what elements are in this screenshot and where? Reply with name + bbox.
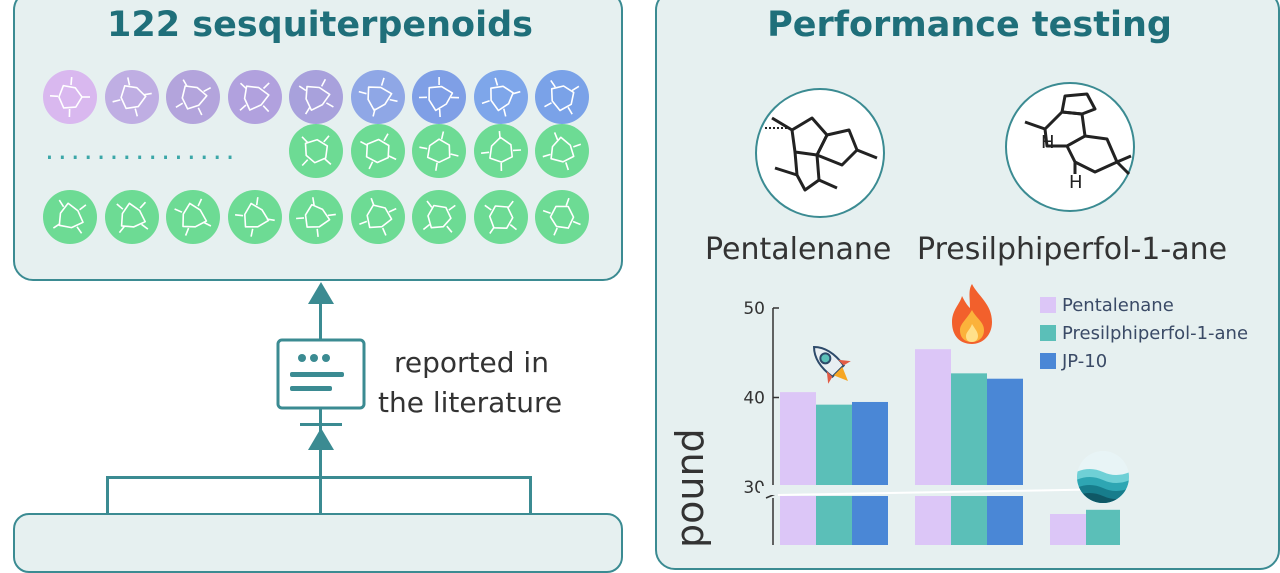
bar <box>915 349 951 485</box>
flow-label-line2: the literature <box>378 383 562 423</box>
molecule-thumbnail <box>228 190 282 244</box>
bar <box>1086 510 1120 545</box>
bar-lower <box>987 496 1023 545</box>
h-label: H <box>1069 172 1083 193</box>
molecule-thumbnail <box>351 70 405 124</box>
bar-lower <box>951 496 987 545</box>
y-axis-label: pound <box>668 428 712 548</box>
presilphiperfol-structure: H H <box>1005 82 1135 212</box>
molecule-thumbnail <box>474 190 528 244</box>
molecule-thumbnail <box>105 70 159 124</box>
panel-title: Performance testing <box>657 5 1280 45</box>
bar <box>816 405 852 485</box>
molecule-thumbnail <box>412 190 466 244</box>
molecule-thumbnail <box>228 70 282 124</box>
h-label: H <box>1041 132 1055 153</box>
source-panel <box>13 513 623 573</box>
bar-lower <box>852 496 888 545</box>
arrow-up-icon <box>308 282 334 306</box>
sesquiterpenoids-panel: 122 sesquiterpenoids ............... <box>13 0 623 281</box>
bar-lower <box>816 496 852 545</box>
flow-label-line1: reported in <box>394 343 549 383</box>
molecule-thumbnail <box>166 190 220 244</box>
molecule-thumbnail <box>351 190 405 244</box>
bar <box>780 392 816 485</box>
document-icon <box>276 338 366 410</box>
molecule-thumbnail <box>535 70 589 124</box>
molecule-thumbnail <box>351 124 405 178</box>
molecule-thumbnail <box>412 70 466 124</box>
molecule-thumbnail <box>43 70 97 124</box>
arrow-up-icon <box>308 428 334 452</box>
molecule-thumbnail <box>412 124 466 178</box>
bar <box>1050 514 1086 545</box>
ellipsis-dots: ............... <box>45 140 239 160</box>
molecule-thumbnail <box>535 190 589 244</box>
connector-right <box>529 476 532 514</box>
water-icon <box>1076 450 1130 504</box>
molecule-thumbnail <box>289 124 343 178</box>
panel-title: 122 sesquiterpenoids <box>15 5 625 45</box>
bar <box>987 379 1023 485</box>
bar-lower <box>915 496 951 545</box>
molecule-thumbnail <box>289 70 343 124</box>
bar-lower <box>780 496 816 545</box>
connector-left <box>106 476 109 514</box>
molecule-name-pentalenane: Pentalenane <box>705 232 891 267</box>
molecule-thumbnail <box>474 70 528 124</box>
molecule-thumbnail <box>43 190 97 244</box>
pentalenane-structure <box>755 88 885 218</box>
bar <box>951 373 987 485</box>
rocket-icon <box>803 336 859 392</box>
molecule-thumbnail <box>105 190 159 244</box>
molecule-thumbnail <box>289 190 343 244</box>
y-tick-label: 40 <box>743 389 765 409</box>
molecule-thumbnail <box>535 124 589 178</box>
y-tick-label: 50 <box>743 299 765 319</box>
molecule-thumbnail <box>474 124 528 178</box>
molecule-thumbnail <box>166 70 220 124</box>
fire-icon <box>948 280 996 346</box>
molecule-name-presilphiperfol: Presilphiperfol-1-ane <box>917 232 1227 267</box>
bar <box>852 402 888 485</box>
bar-divider <box>300 423 342 426</box>
